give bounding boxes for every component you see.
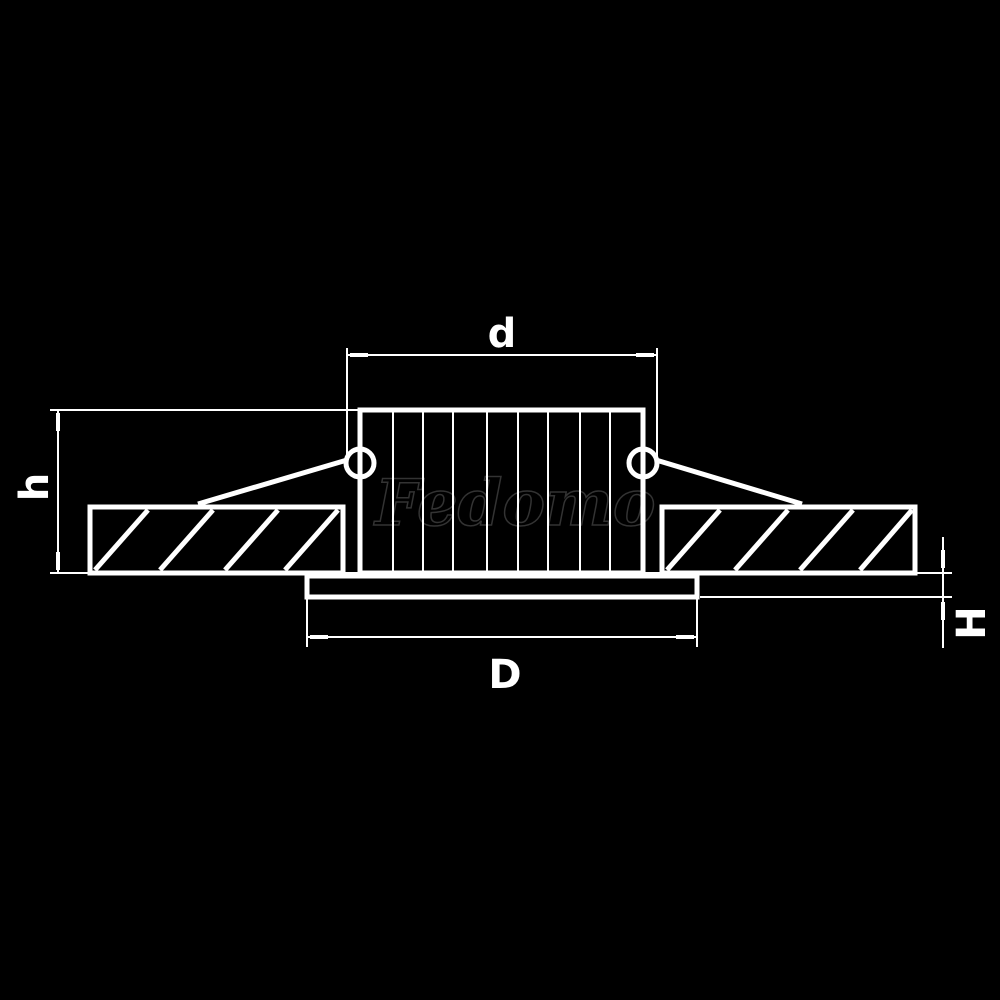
arrowheads (56, 353, 945, 639)
lamp-body (357, 407, 646, 576)
watermark: Fedomo (373, 466, 656, 541)
body-ribs (392, 410, 611, 573)
spring-clips (197, 446, 803, 507)
flange (304, 573, 700, 600)
left-spring (197, 457, 348, 507)
label-D: D (488, 652, 521, 698)
right-spring-pivot (626, 446, 660, 480)
label-H: H (949, 606, 995, 639)
right-spring (655, 457, 803, 507)
ceiling-left (87, 504, 346, 576)
left-spring-pivot (343, 446, 377, 480)
label-d: d (488, 311, 517, 357)
ceiling-right (659, 504, 918, 576)
label-h: h (12, 473, 58, 501)
